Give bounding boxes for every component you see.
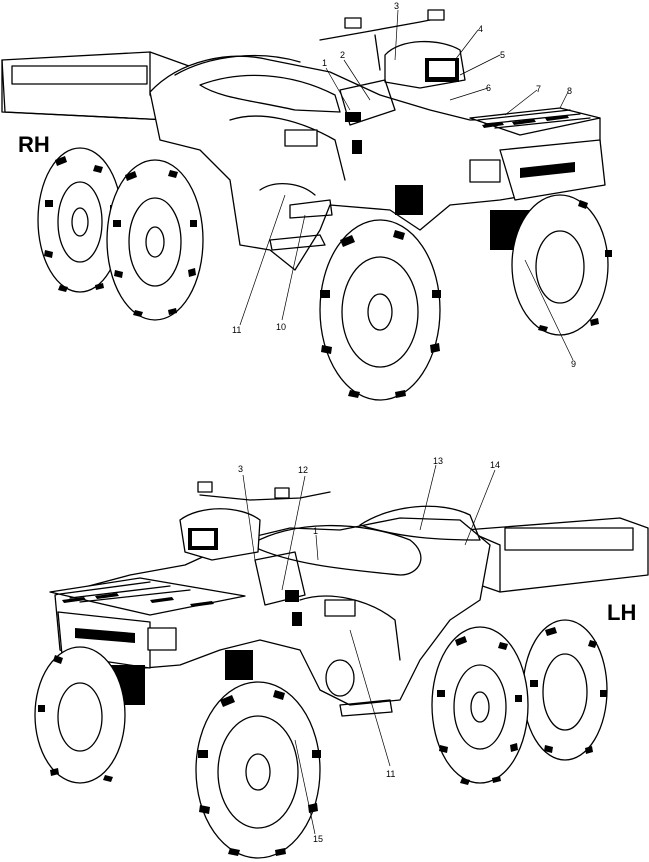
callout-lh-13: 13	[433, 456, 443, 466]
callout-rh-10: 10	[276, 322, 286, 332]
rear-wheel-outer-lh	[431, 626, 529, 785]
body-rh	[149, 54, 601, 271]
callouts-rh: 1 2 3 4 5 6 7 8 9 10 11	[232, 1, 576, 369]
front-rack-rh	[395, 107, 606, 250]
atv-left-side-view: LH 1 3 11 12 13 14 15	[34, 456, 649, 859]
callout-rh-2: 2	[340, 50, 345, 60]
callout-lh-15: 15	[313, 834, 323, 844]
callout-lh-12: 12	[298, 465, 308, 475]
callout-leaders-lh	[242, 464, 496, 835]
callout-rh-9: 9	[571, 359, 576, 369]
atv-right-side-view: RH 1 2 3 4 5 6 7 8 9 10 11	[1, 1, 612, 401]
callout-rh-5: 5	[500, 50, 505, 60]
footrest-rh	[269, 234, 326, 251]
handlebar-lh	[179, 481, 331, 626]
callout-rh-1: 1	[322, 58, 327, 68]
callout-rh-7: 7	[536, 84, 541, 94]
rear-wheel-inner-lh	[522, 619, 608, 761]
front-wheel-near-lh	[195, 681, 321, 859]
callout-rh-4: 4	[478, 24, 483, 34]
cargo-box-lh	[464, 517, 649, 593]
callout-rh-8: 8	[567, 86, 572, 96]
callout-rh-6: 6	[486, 83, 491, 93]
callout-leaders-rh	[239, 9, 574, 361]
rear-wheel-outer-rh	[37, 147, 123, 293]
rear-wheel-inner-rh	[106, 159, 204, 321]
callout-lh-14: 14	[490, 460, 500, 470]
front-wheel-near-rh	[319, 219, 441, 401]
view-label-lh: LH	[607, 600, 636, 625]
callouts-lh: 1 3 11 12 13 14 15	[238, 456, 500, 844]
callout-lh-3: 3	[238, 464, 243, 474]
body-lh	[54, 505, 491, 717]
handlebar-rh	[319, 9, 466, 154]
front-wheel-far-rh	[511, 194, 612, 336]
front-wheel-far-lh	[34, 646, 126, 784]
callout-lh-11: 11	[386, 769, 395, 779]
callout-rh-3: 3	[394, 1, 399, 11]
callout-lh-1: 1	[313, 526, 318, 536]
view-label-rh: RH	[18, 132, 50, 157]
callout-rh-11: 11	[232, 325, 241, 335]
